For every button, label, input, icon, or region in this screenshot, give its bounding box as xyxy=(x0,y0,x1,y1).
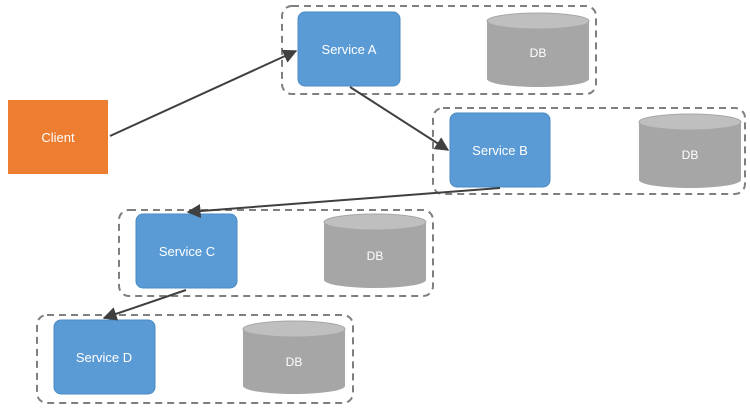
service-c-db: DB xyxy=(323,213,427,288)
service-b-db-label: DB xyxy=(682,148,699,162)
arrow-client-to-service-a xyxy=(109,49,298,137)
service-d-db: DB xyxy=(242,320,346,394)
service-c-box xyxy=(135,213,238,289)
service-c-db-label: DB xyxy=(367,249,384,263)
service-a-db-label: DB xyxy=(530,46,547,60)
arrow-service-b-to-service-c xyxy=(186,187,501,219)
service-a-label: Service A xyxy=(322,42,377,57)
service-d-label: Service D xyxy=(76,350,132,365)
arrow-service-a-to-service-b xyxy=(349,86,450,151)
service-b-box xyxy=(449,112,551,188)
group-c-boundary xyxy=(118,209,434,297)
service-a-db: DB xyxy=(486,12,590,87)
group-d-boundary xyxy=(36,314,354,404)
group-b-boundary xyxy=(432,107,746,195)
client-box xyxy=(8,100,108,174)
arrow-service-c-to-service-d xyxy=(102,289,187,321)
service-a-box xyxy=(297,11,401,87)
client-label: Client xyxy=(41,130,75,145)
service-b-db: DB xyxy=(638,113,742,188)
service-b-label: Service B xyxy=(472,143,528,158)
service-c-label: Service C xyxy=(159,244,215,259)
service-d-db-label: DB xyxy=(286,355,303,369)
